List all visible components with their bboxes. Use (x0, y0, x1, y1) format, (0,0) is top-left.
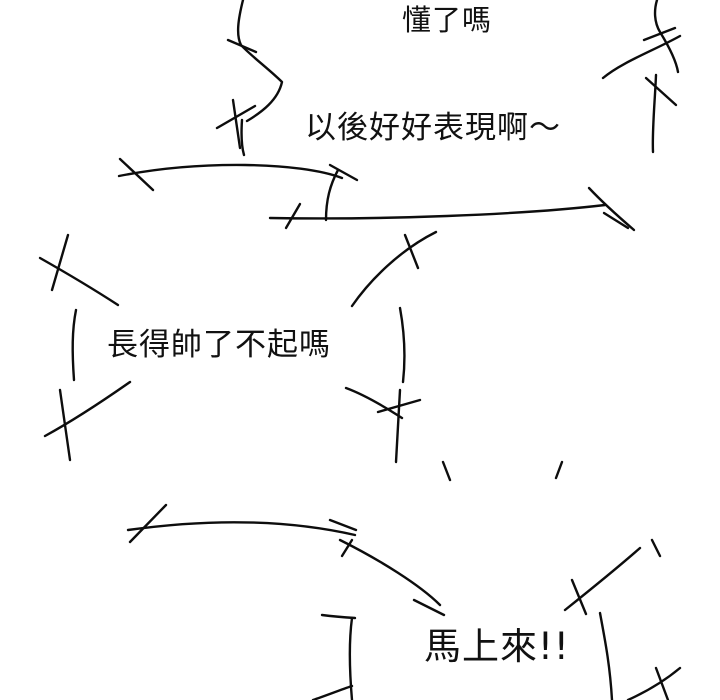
speech-text-coming: 馬上來!! (424, 625, 570, 668)
bubble-outline-bottom-arc (338, 538, 442, 607)
bubble-tick (394, 388, 402, 464)
bubble-tick (226, 38, 258, 54)
bubble-outline (587, 186, 636, 232)
bubble-tick (50, 233, 70, 292)
bubble-outline (324, 168, 340, 222)
bubble-tick (340, 538, 354, 558)
bubble-tick (58, 388, 72, 462)
bubble-outline-top-left-edge (236, 0, 284, 123)
bubble-outline (626, 666, 682, 700)
bubble-tick (284, 202, 302, 230)
bubble-tick (231, 98, 242, 150)
bubble-tick (403, 233, 420, 270)
bubble-tick (128, 503, 168, 544)
bubble-tick (441, 460, 452, 482)
bubble-tick (642, 26, 677, 42)
bubble-tick (602, 211, 630, 230)
bubble-outline-center-arc (350, 230, 438, 308)
bubble-outline (598, 611, 614, 700)
bubble-tick (644, 76, 678, 107)
bubble-outline (320, 613, 357, 620)
bubble-outline-left-lower (43, 380, 132, 438)
bubble-outline (240, 118, 246, 157)
bubble-tick (654, 666, 670, 700)
bubble-outline (71, 308, 78, 382)
bubble-outline (601, 34, 682, 80)
bubble-tick (554, 460, 564, 480)
speech-text-handsome: 長得帥了不起嗎 (107, 327, 331, 363)
bubble-tick (215, 104, 257, 130)
speech-text-understand: 懂了嗎 (402, 3, 493, 37)
bubble-tick (118, 157, 155, 192)
speech-text-perform-well: 以後好好表現啊～ (305, 110, 561, 146)
bubble-outline (311, 684, 354, 700)
bubble-tick (650, 538, 662, 558)
bubble-outline (651, 73, 658, 154)
bubble-tick (328, 518, 358, 532)
bubble-outline (398, 306, 406, 384)
bubble-tick (570, 578, 588, 616)
bubble-tick (328, 163, 359, 182)
bubble-outline-lower-middle (126, 521, 357, 537)
bubble-outline-middle-top (117, 163, 344, 180)
bubble-outline (344, 386, 404, 420)
bubble-outline (563, 546, 642, 612)
bubble-outline-top-right-edge (653, 0, 680, 74)
bubble-outline (348, 616, 354, 700)
bubble-tick (412, 598, 446, 617)
bubble-outline-middle-lower (268, 203, 607, 220)
bubble-outline-left-upper (38, 256, 120, 307)
